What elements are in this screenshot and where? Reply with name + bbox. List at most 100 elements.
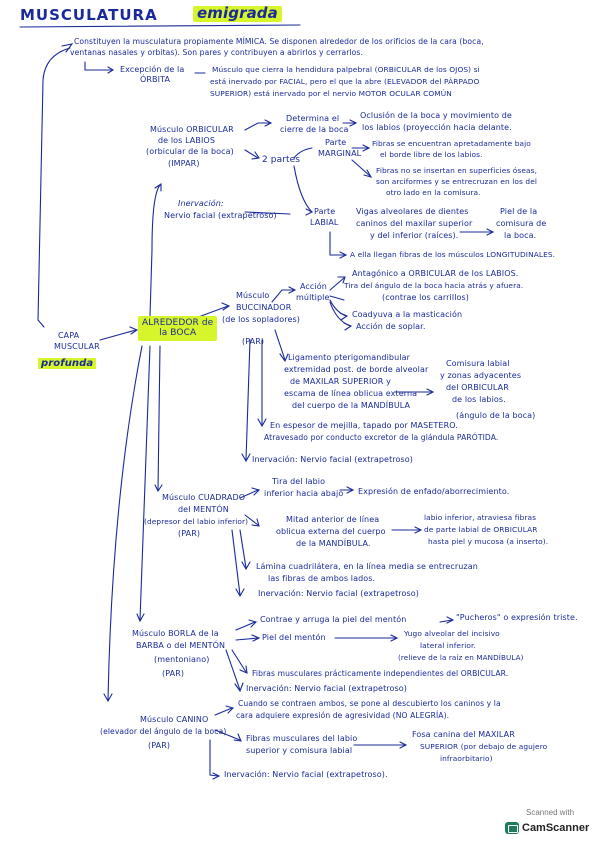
orbicular-name-3: (orbicular de la boca) bbox=[146, 147, 234, 156]
buccinador-inerv: Inervación: Nervio facial (extrapetroso) bbox=[252, 455, 413, 464]
accion-label-1: Acción bbox=[300, 282, 327, 291]
center-badge-line-2: la BOCA bbox=[159, 327, 197, 338]
title-highlight: emigrada bbox=[193, 5, 282, 22]
camscanner-stamp: Scanned with CamScanner bbox=[505, 808, 591, 840]
exception-text-3: SUPERIOR) está inervado por el nervio MO… bbox=[210, 89, 452, 98]
marginal-b1: Fibras no se insertan en superficies óse… bbox=[376, 166, 538, 175]
borla-name-1: Músculo BORLA de la bbox=[132, 629, 219, 638]
exception-text-1: Músculo que cierra la hendidura palpebra… bbox=[212, 65, 480, 74]
page-title: MUSCULATURA bbox=[20, 6, 158, 24]
lig-2: extremidad post. de borde alveolar bbox=[284, 365, 429, 374]
orbicular-name-2: de los LABIOS bbox=[158, 136, 216, 145]
cuadrado-inerv: Inervación: Nervio facial (extrapetroso) bbox=[258, 589, 419, 598]
profunda-highlight: profunda bbox=[38, 358, 97, 369]
exception-label: Excepción de la bbox=[120, 65, 185, 74]
espesor-1: En espesor de mejilla, tapado por MASETE… bbox=[270, 421, 458, 430]
canino-f2d: SUPERIOR (por debajo de agujero bbox=[420, 742, 548, 751]
canino-inerv: Inervación: Nervio facial (extrapetroso)… bbox=[224, 770, 388, 779]
canino-name-2: (elevador del ángulo de la boca) bbox=[100, 727, 227, 736]
marginal-label-1: Parte bbox=[325, 138, 347, 147]
dos-partes: 2 partes bbox=[262, 155, 301, 165]
labial-b2: comisura de bbox=[496, 219, 547, 228]
cuadrado-f1b: inferior hacia abajo bbox=[264, 489, 344, 498]
cuadrado-f3a: Lámina cuadrilátera, en la línea media s… bbox=[256, 562, 478, 571]
orbicular-func-a: Determina el bbox=[286, 114, 340, 123]
stamp-line-2: CamScanner bbox=[522, 822, 590, 834]
lig-3: de MAXILAR SUPERIOR y bbox=[290, 377, 391, 386]
orbicular-func-b: cierre de la boca bbox=[280, 125, 349, 134]
canino-f1a: Cuando se contraen ambos, se pone al des… bbox=[238, 699, 501, 708]
cuadrado-f1a: Tira del labio bbox=[272, 477, 326, 486]
labial-label-1: Parte bbox=[314, 207, 336, 216]
borla-f2: Piel del mentón bbox=[262, 633, 326, 642]
cuadrado-name-3: (depresor del labio inferior) bbox=[144, 517, 249, 526]
accion-a1: Antagónico a ORBICULAR de los LABIOS. bbox=[352, 269, 519, 278]
espesor-2: Atravesado por conducto excretor de la g… bbox=[264, 433, 499, 442]
marginal-b2: son arciformes y se entrecruzan en los d… bbox=[376, 177, 538, 186]
capa-label: CAPA bbox=[58, 331, 80, 340]
orbicular-inerv-label: Inervación: bbox=[178, 199, 224, 208]
center-badge: ALREDEDOR de la BOCA bbox=[138, 316, 218, 341]
borla-f3: Fibras musculares prácticamente independ… bbox=[252, 669, 509, 678]
muscular-label: MUSCULAR bbox=[54, 342, 100, 351]
labial-a1: Vigas alveolares de dientes bbox=[356, 207, 469, 216]
borla-f1b: "Pucheros" o expresión triste. bbox=[456, 613, 578, 622]
borla-par: (PAR) bbox=[162, 669, 185, 678]
borla-inerv: Inervación: Nervio facial (extrapetroso) bbox=[246, 684, 407, 693]
cuadrado-f2d: labio inferior, atraviesa fibras bbox=[424, 513, 537, 522]
buccinador-name-2: BUCCINADOR bbox=[236, 303, 292, 312]
cuadrado-f2e: de parte labial de ORBICULAR bbox=[424, 525, 538, 534]
com-2: y zonas adyacentes bbox=[440, 371, 522, 380]
buccinador-name-3: (de los sopladores) bbox=[222, 315, 300, 324]
center-badge-line-1: ALREDEDOR de bbox=[142, 318, 214, 328]
borla-f1: Contrae y arruga la piel del mentón bbox=[260, 615, 407, 624]
borla-name-2: BARBA o del MENTÓN bbox=[136, 641, 226, 650]
cuadrado-f2a: Mitad anterior de línea bbox=[286, 515, 380, 524]
accion-c: Acción de soplar. bbox=[356, 322, 426, 331]
labial-b3: la boca. bbox=[504, 231, 537, 240]
intro-line-2: ventanas nasales y orbitas). Son pares y… bbox=[70, 48, 363, 57]
cuadrado-name-2: del MENTÓN bbox=[178, 505, 229, 514]
canino-f1b: cara adquiere expresión de agresividad (… bbox=[236, 711, 450, 720]
accion-a2: Tira del ángulo de la boca hacia atrás y… bbox=[344, 281, 524, 290]
cuadrado-name-1: Músculo CUADRADO bbox=[162, 493, 246, 502]
labial-b1: Piel de la bbox=[500, 207, 538, 216]
canino-f2e: infraorbitario) bbox=[440, 754, 493, 763]
lig-5: del cuerpo de la MANDÍBULA bbox=[292, 401, 411, 410]
orbicular-name-1: Músculo ORBICULAR bbox=[150, 125, 234, 134]
lig-4: escama de línea oblicua externa bbox=[284, 389, 418, 398]
marginal-a1: Fibras se encuentran apretadamente bajo bbox=[372, 139, 531, 148]
com-5: (ángulo de la boca) bbox=[456, 411, 536, 420]
cuadrado-f1c: Expresión de enfado/aborrecimiento. bbox=[358, 487, 510, 496]
borla-name-3: (mentoniano) bbox=[154, 655, 210, 664]
canino-f2a: Fibras musculares del labio bbox=[246, 734, 358, 743]
cuadrado-f2c: de la MANDÍBULA. bbox=[296, 539, 371, 548]
cuadrado-f2b: oblicua externa del cuerpo bbox=[276, 527, 386, 536]
labial-label-2: LABIAL bbox=[310, 218, 339, 227]
marginal-label-2: MARGINAL bbox=[318, 149, 362, 158]
intro-line-1: Constituyen la musculatura propiamente M… bbox=[74, 37, 484, 46]
exception-label-orbita: ÓRBITA bbox=[140, 75, 171, 84]
buccinador-name-1: Músculo bbox=[236, 291, 270, 300]
canino-par: (PAR) bbox=[148, 741, 171, 750]
com-3: del ORBICULAR bbox=[446, 383, 509, 392]
buccinador-par: (PAR) bbox=[242, 337, 265, 346]
borla-f2b: Yugo alveolar del incisivo bbox=[404, 629, 500, 638]
cuadrado-f3b: las fibras de ambos lados. bbox=[268, 574, 376, 583]
orbicular-inerv-text: Nervio facial (extrapetroso) bbox=[164, 211, 277, 220]
labial-a2: caninos del maxilar superior bbox=[356, 219, 473, 228]
orbicular-func-c2: los labios (proyección hacia delante. bbox=[362, 123, 512, 132]
exception-text-2: está inervado por FACIAL, pero el que la… bbox=[210, 77, 480, 86]
canino-f2c: Fosa canina del MAXILAR bbox=[412, 730, 515, 739]
labial-a3: y del inferior (raíces). bbox=[370, 231, 459, 240]
cuadrado-f2f: hasta piel y mucosa (a inserto). bbox=[428, 537, 549, 546]
marginal-a2: el borde libre de los labios. bbox=[380, 150, 483, 159]
stamp-line-1: Scanned with bbox=[526, 808, 575, 817]
canino-f2b: superior y comisura labial bbox=[246, 746, 353, 755]
accion-b: Coadyuva a la masticación bbox=[352, 310, 463, 319]
canino-name-1: Músculo CANINO bbox=[140, 715, 209, 724]
marginal-b3: otro lado en la comisura. bbox=[386, 188, 481, 197]
cuadrado-par: (PAR) bbox=[178, 529, 201, 538]
accion-a3: (contrae los carrillos) bbox=[382, 293, 469, 302]
com-1: Comisura labial bbox=[446, 359, 510, 368]
